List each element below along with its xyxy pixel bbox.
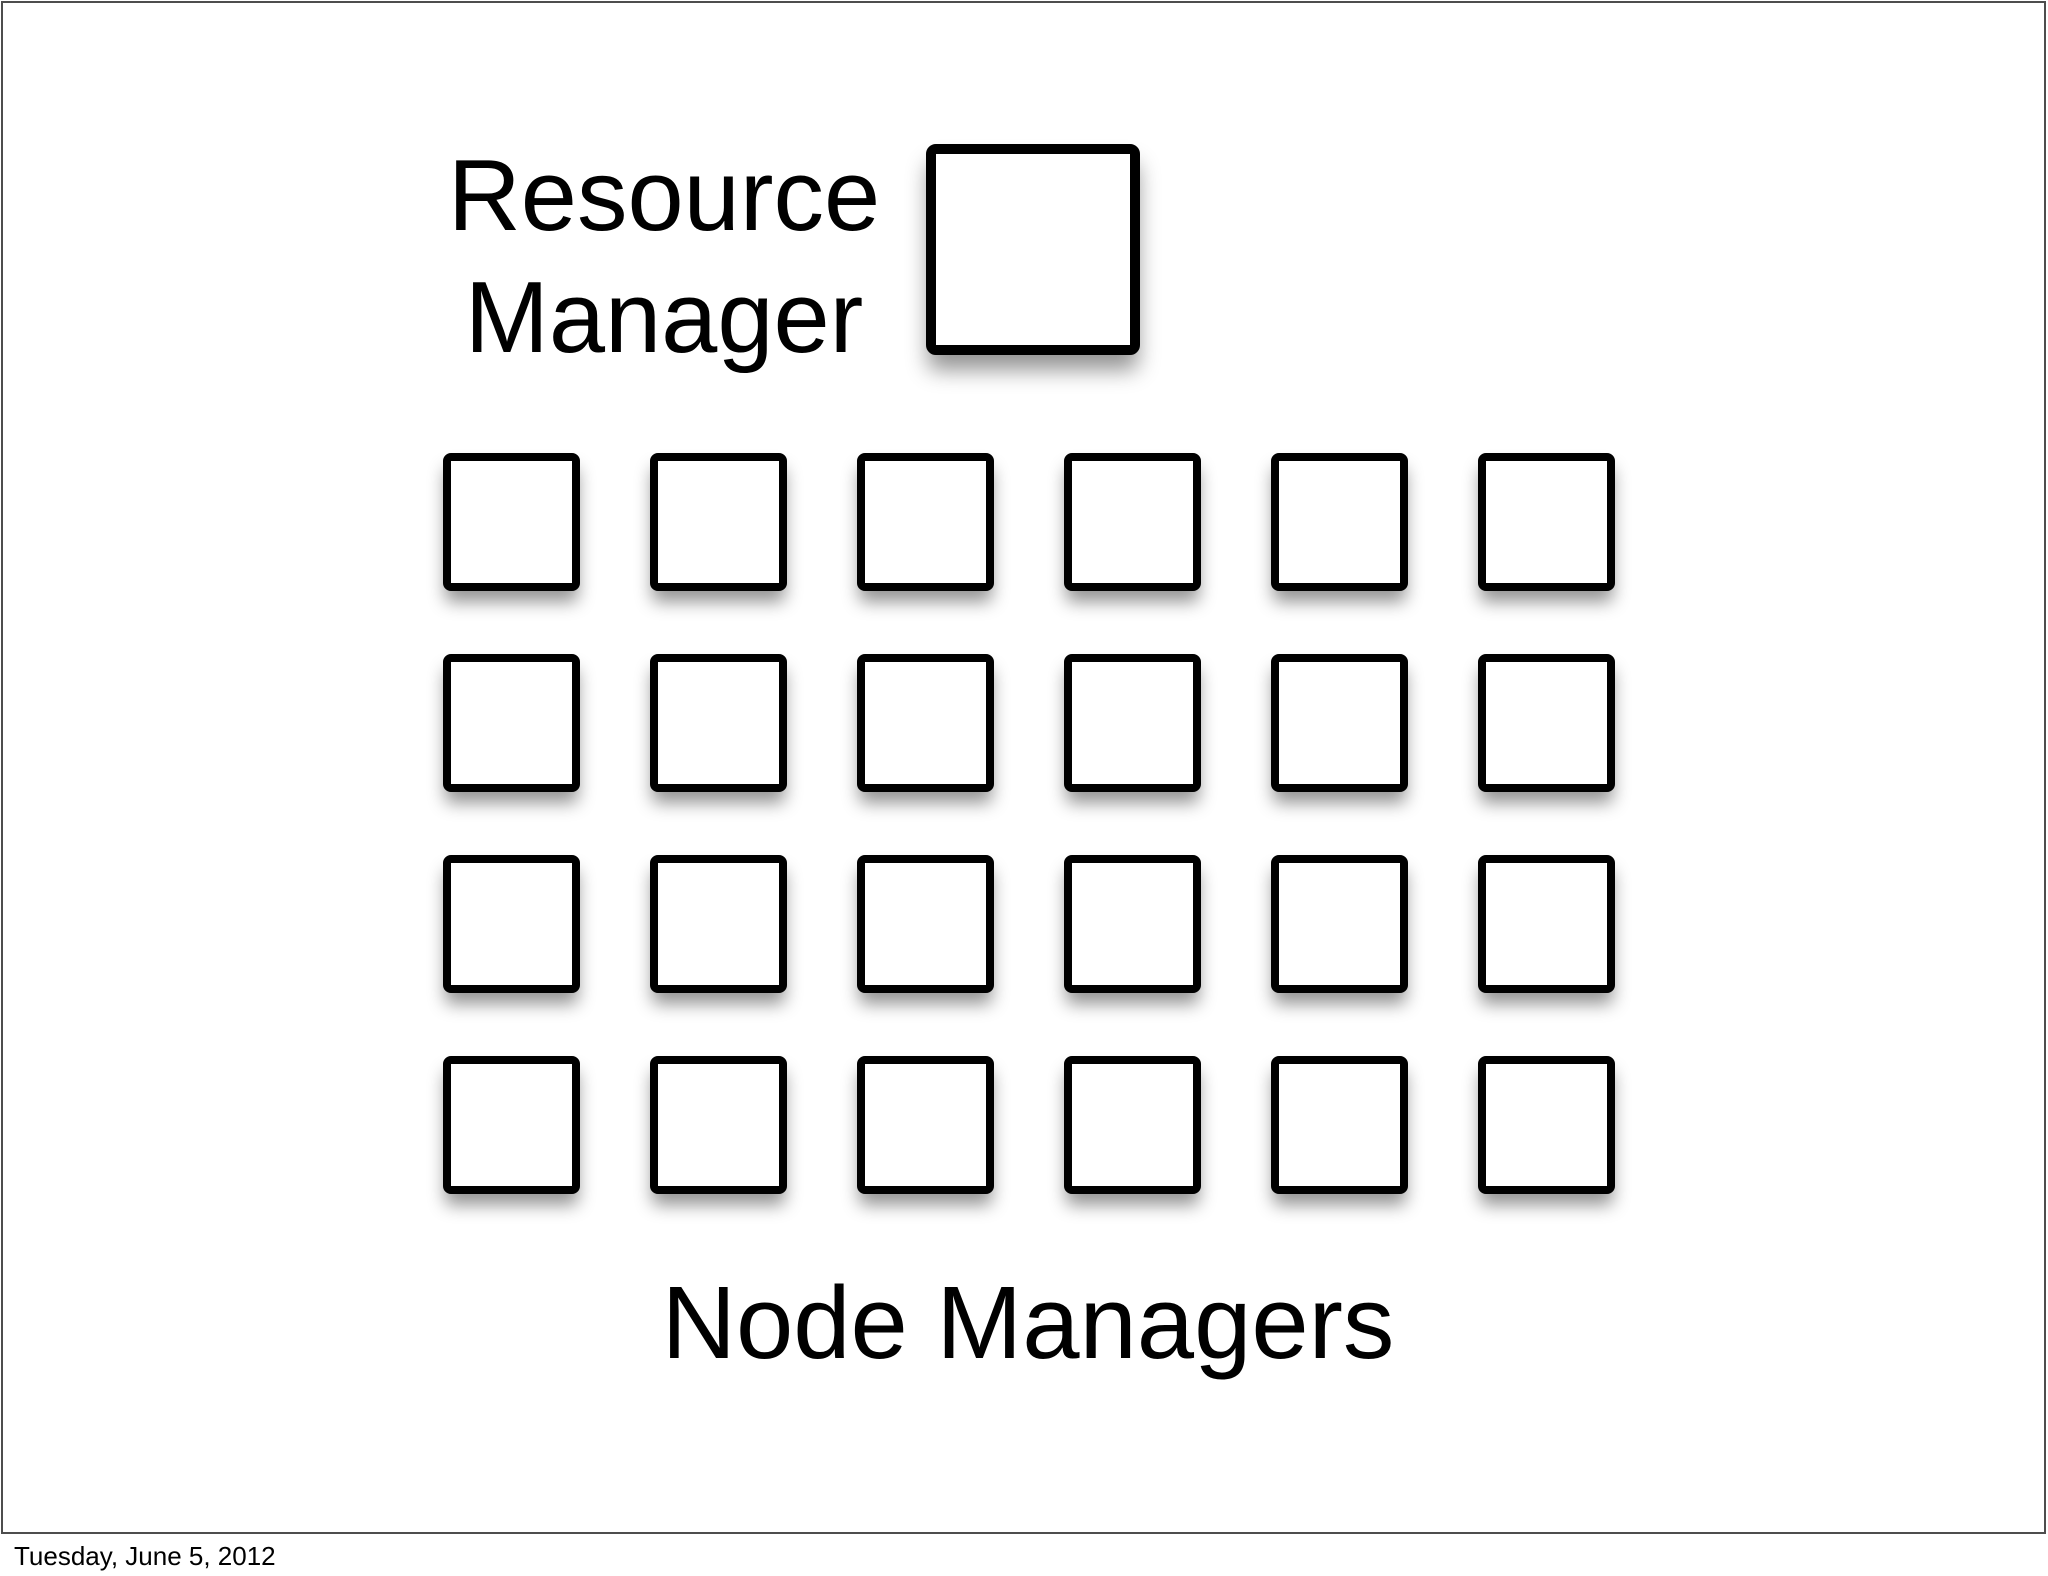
node-manager-box (1478, 453, 1615, 591)
node-manager-box (857, 453, 994, 591)
node-manager-box (1064, 453, 1201, 591)
node-manager-box (1271, 855, 1408, 993)
node-manager-box (443, 654, 580, 792)
node-manager-box (443, 855, 580, 993)
node-manager-box (1478, 1056, 1615, 1194)
node-manager-box (1064, 654, 1201, 792)
node-manager-box (1478, 654, 1615, 792)
node-manager-grid (443, 453, 1615, 1194)
node-manager-box (443, 1056, 580, 1194)
footer-date: Tuesday, June 5, 2012 (14, 1541, 276, 1571)
node-manager-box (443, 453, 580, 591)
node-managers-label: Node Managers (661, 1265, 1395, 1380)
slide-frame: Resource Manager Node Managers (1, 1, 2046, 1534)
resource-manager-box (926, 144, 1140, 355)
node-manager-box (650, 1056, 787, 1194)
node-manager-box (1064, 1056, 1201, 1194)
node-manager-box (1271, 453, 1408, 591)
node-manager-box (1271, 654, 1408, 792)
node-manager-box (857, 654, 994, 792)
node-manager-box (650, 654, 787, 792)
resource-manager-label: Resource Manager (404, 135, 924, 379)
node-manager-box (1271, 1056, 1408, 1194)
node-manager-box (1478, 855, 1615, 993)
node-manager-box (857, 855, 994, 993)
node-manager-box (1064, 855, 1201, 993)
node-manager-box (650, 855, 787, 993)
node-manager-box (857, 1056, 994, 1194)
resource-manager-label-line2: Manager (464, 262, 864, 374)
node-manager-box (650, 453, 787, 591)
resource-manager-label-line1: Resource (447, 140, 881, 252)
